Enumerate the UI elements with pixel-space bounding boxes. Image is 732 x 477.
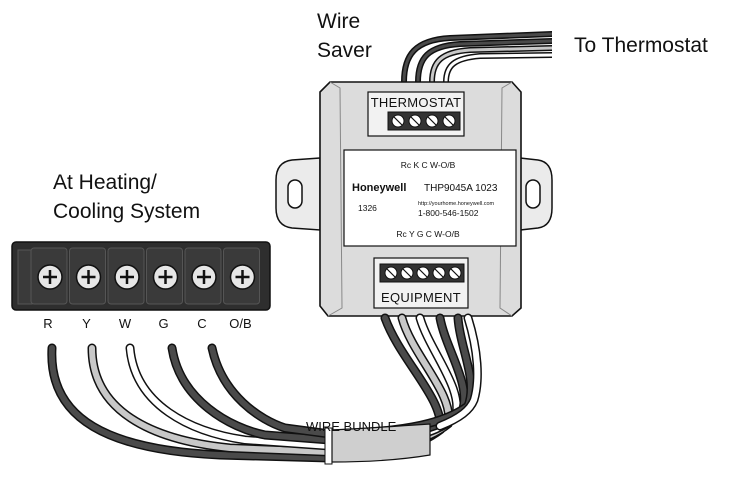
wire-saver-label-line2: Saver <box>317 39 372 62</box>
thermostat-wires <box>401 20 732 85</box>
left-mounting-slot <box>287 179 303 209</box>
heating-label-line2: Cooling System <box>53 200 200 223</box>
support-url: http://yourhome.honeywell.com <box>418 201 495 207</box>
terminal-block <box>11 241 271 311</box>
terminal-r <box>30 247 68 305</box>
to-thermostat-label: To Thermostat <box>574 34 708 57</box>
terminal-w <box>107 247 145 305</box>
bundle-wires <box>47 313 482 465</box>
brand-name: Honeywell <box>352 182 406 194</box>
right-mounting-slot <box>525 179 541 209</box>
equipment-plate-label: EQUIPMENT <box>381 290 461 305</box>
bundle-sheath-start <box>324 427 333 465</box>
terminal-label: O/B <box>229 316 251 331</box>
bottom-terminal-legend: Rc Y G C W-O/B <box>396 229 460 239</box>
thermostat-terminal-strip <box>387 111 461 131</box>
model-number: THP9045A 1023 <box>424 183 498 194</box>
support-phone: 1-800-546-1502 <box>418 208 479 218</box>
terminal-label: G <box>158 316 168 331</box>
terminal-label: R <box>43 316 52 331</box>
wire-saver-module: THERMOSTAT Rc K C W-O/B Honeywell THP904… <box>275 81 553 317</box>
equipment-screws <box>384 266 462 280</box>
terminal-label: W <box>119 316 132 331</box>
module-code: 1326 <box>358 203 377 213</box>
heating-label-line1: At Heating/ <box>53 171 157 194</box>
terminal-label: C <box>197 316 206 331</box>
thermostat-screws <box>391 114 456 128</box>
bundle-sheath <box>331 423 431 463</box>
terminal-c <box>184 247 222 305</box>
terminal-ob <box>223 247 260 305</box>
terminal-label: Y <box>82 316 91 331</box>
module-bevel-left <box>327 81 343 317</box>
thermostat-plate-label: THERMOSTAT <box>371 95 462 110</box>
wire-bundle-label: WIRE BUNDLE <box>306 419 397 434</box>
terminal-y <box>69 247 106 305</box>
terminal-labels: R Y W G C O/B <box>43 316 251 331</box>
module-label-panel <box>343 149 517 247</box>
terminal-screws <box>30 247 260 305</box>
top-terminal-legend: Rc K C W-O/B <box>401 160 456 170</box>
wire-saver-label-line1: Wire <box>317 10 360 33</box>
terminal-g <box>146 247 183 305</box>
